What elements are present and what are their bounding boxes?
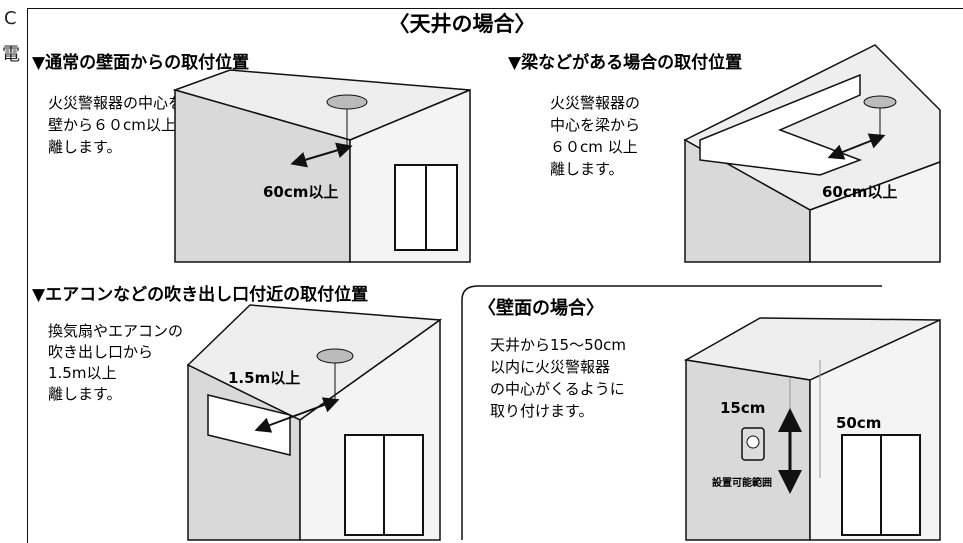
detector-icon (863, 95, 897, 109)
panel-beam-heading: ▼梁などがある場合の取付位置 (508, 52, 742, 73)
panel-beam-note-4: 離します。 (550, 160, 624, 178)
diagram-frame (27, 8, 963, 543)
panel-wall-heading: ▼通常の壁面からの取付位置 (32, 52, 249, 73)
panel-wallmount-note-1: 天井から15～50cm (490, 336, 626, 354)
panel-wallmount-note-3: の中心がくるように (490, 380, 625, 398)
panel-aircon-note-4: 離します。 (48, 385, 122, 403)
detector-icon (316, 348, 354, 364)
panel-beam-measure: 60cm以上 (822, 183, 897, 201)
panel-wall-note-1: 火災警報器の中心を (48, 94, 183, 112)
measure-arrow (290, 142, 353, 168)
panel-aircon-note-1: 換気扇やエアコンの (48, 322, 183, 340)
panel-wall-note-2: 壁から６０cm以上 (48, 116, 176, 134)
panel-beam-note-2: 中心を梁から (550, 116, 640, 134)
main-title: 〈天井の場合〉 (389, 12, 536, 36)
panel-beam-note-3: ６０cm 以上 (550, 138, 638, 156)
panel-wall-note-3: 離します。 (48, 138, 122, 156)
panel-aircon: ▼エアコンなどの吹き出し口付近の取付位置 換気扇やエアコンの 吹き出し口から 1… (32, 284, 443, 541)
panel-wallmount-heading: 〈壁面の場合〉 (478, 297, 604, 319)
panel-beam-note-1: 火災警報器の (550, 94, 640, 112)
panel-aircon-note-3: 1.5m以上 (48, 364, 116, 382)
panel-wallmount-note-4: 取り付けます。 (490, 402, 594, 420)
panel-wallmount-top-measure: 15cm (720, 399, 765, 417)
panel-wallmount-note-2: 以内に火災警報器 (490, 358, 610, 376)
right-wall-shape (809, 160, 941, 263)
panel-beam: ▼梁などがある場合の取付位置 火災警報器の 中心を梁から ６０cm 以上 離しま… (508, 44, 941, 263)
detector-icon (326, 94, 368, 110)
beam-shape (699, 73, 863, 176)
panel-wall: ▼通常の壁面からの取付位置 火災警報器の中心を 壁から６０cm以上 離します。 … (32, 52, 471, 263)
panel-aircon-measure: 1.5m以上 (228, 369, 300, 387)
panel-aircon-note-2: 吹き出し口から (48, 343, 153, 361)
panel-wallmount-range-label: 設置可能範囲 (712, 476, 772, 489)
panel-wallmount-bottom-measure: 50cm (836, 414, 881, 432)
measure-arrow (827, 133, 886, 160)
panel-aircon-heading: ▼エアコンなどの吹き出し口付近の取付位置 (32, 284, 368, 305)
panel-wallmount: 〈壁面の場合〉 天井から15～50cm 以内に火災警報器 の中心がくるように 取… (461, 285, 941, 541)
side-mark-den: 電 (2, 44, 20, 65)
panel-wall-measure: 60cm以上 (263, 183, 338, 201)
side-mark-c: C (4, 8, 17, 29)
measure-arrow (254, 397, 340, 433)
